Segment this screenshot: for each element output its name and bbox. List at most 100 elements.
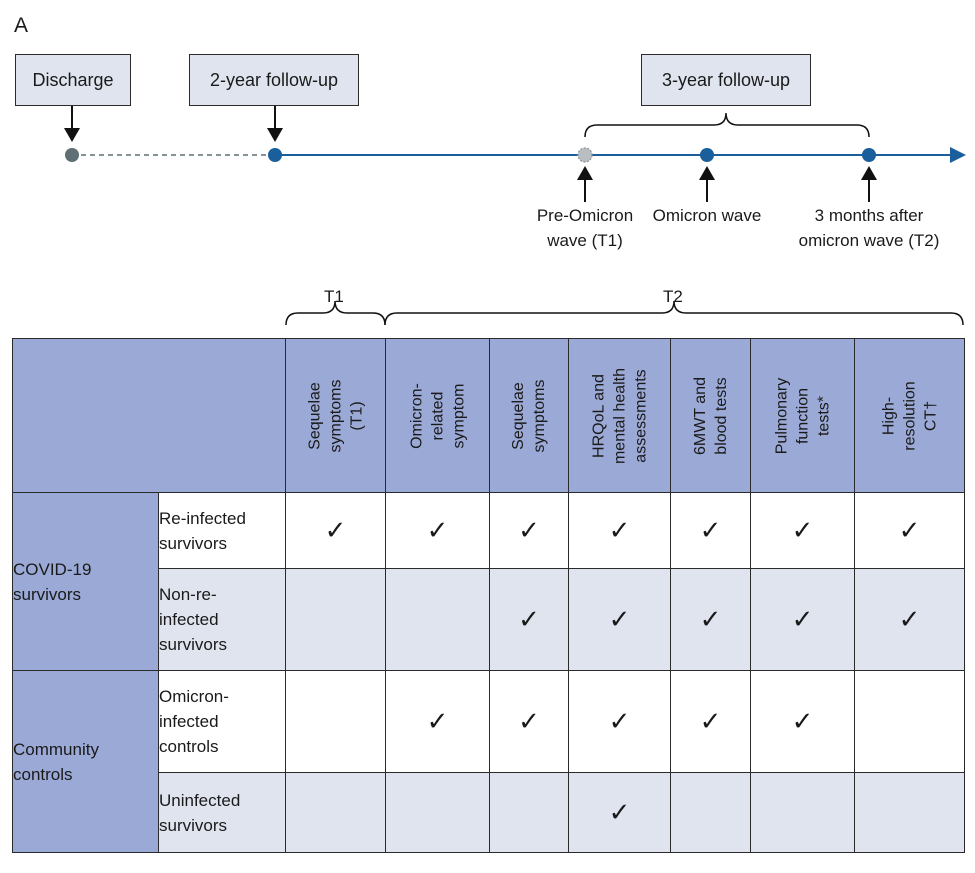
node-two-year: [268, 148, 282, 162]
check-cell: ✓: [568, 670, 671, 773]
arrow-omicron-wave: [699, 166, 715, 202]
brace-t1: [285, 300, 386, 326]
check-cell: ✓: [750, 492, 855, 569]
empty-cell: [854, 772, 965, 853]
subgroup-label-line: Re-infected: [159, 508, 246, 528]
column-header-line: Sequelae: [306, 381, 323, 450]
checkmark-icon: ✓: [898, 604, 921, 634]
column-header-line: HRQoL and: [590, 373, 607, 458]
arrow-discharge: [64, 105, 80, 142]
checkmark-icon: ✓: [699, 604, 722, 634]
box-discharge: Discharge: [15, 54, 131, 106]
column-header-line: resolution: [901, 380, 918, 451]
group-label-line: Community: [13, 739, 99, 759]
table-row: Uninfected survivors ✓: [13, 772, 965, 853]
subgroup-label-line: Non-re-: [159, 585, 217, 604]
header-corner: [12, 338, 286, 493]
brace-label-t2: T2: [663, 287, 683, 306]
checkmark-icon: ✓: [791, 515, 814, 545]
box-two-year-follow-up: 2-year follow-up: [189, 54, 359, 106]
subgroup-label-line: infected: [159, 610, 219, 629]
arrow-two-year: [267, 105, 283, 142]
column-header-line: High-: [880, 396, 897, 435]
label-post-omicron: 3 months after omicron wave (T2): [798, 206, 940, 250]
check-cell: ✓: [670, 492, 751, 569]
node-pre-omicron: [577, 147, 593, 163]
group-label-line: controls: [13, 764, 73, 784]
checkmark-icon: ✓: [791, 706, 814, 736]
checkmark-icon: ✓: [518, 515, 540, 545]
check-cell: ✓: [489, 568, 569, 671]
check-cell: ✓: [489, 670, 569, 773]
check-cell: ✓: [750, 568, 855, 671]
check-cell: ✓: [750, 670, 855, 773]
empty-cell: [285, 670, 386, 773]
column-header-line: blood tests: [712, 376, 730, 455]
checkmark-icon: ✓: [608, 604, 631, 634]
column-header-line: symptoms: [327, 379, 344, 452]
check-cell: ✓: [670, 568, 751, 671]
subgroup-label-line: survivors: [159, 635, 228, 654]
subgroup-label-line: controls: [159, 737, 219, 756]
arrow-post-omicron: [861, 166, 877, 202]
check-cell: ✓: [568, 492, 671, 569]
column-header-line: Omicron-: [408, 382, 425, 449]
group-label-line: survivors: [13, 584, 82, 604]
check-cell: ✓: [489, 492, 569, 569]
column-header-line: (T1): [348, 400, 365, 431]
node-omicron-wave: [700, 148, 714, 162]
column-header-line: related: [429, 391, 446, 440]
empty-cell: [385, 772, 490, 853]
checkmark-icon: ✓: [426, 515, 449, 545]
timeline-diagram: [64, 105, 966, 326]
column-header-line: Pulmonary: [773, 377, 790, 454]
checkmark-icon: ✓: [898, 515, 921, 545]
empty-cell: [750, 772, 855, 853]
check-cell: ✓: [385, 670, 490, 773]
checkmark-icon: ✓: [324, 515, 347, 545]
column-header-line: symptom: [450, 383, 467, 448]
subgroup-label-line: infected: [159, 712, 219, 731]
check-cell: ✓: [568, 568, 671, 671]
empty-cell: [489, 772, 569, 853]
column-header-line: Sequelae: [510, 381, 527, 450]
check-cell: ✓: [568, 772, 671, 853]
check-cell: ✓: [285, 492, 386, 569]
checkmark-icon: ✓: [608, 797, 631, 827]
subgroup-label: Omicron-infected controls: [158, 670, 286, 773]
checkmark-icon: ✓: [518, 706, 540, 736]
brace-three-year: [584, 112, 870, 138]
subgroup-label-line: survivors: [159, 533, 228, 553]
empty-cell: [670, 772, 751, 853]
column-header-line: function: [794, 387, 811, 444]
empty-cell: [285, 772, 386, 853]
subgroup-label: Uninfected survivors: [158, 772, 286, 853]
arrow-pre-omicron: [577, 166, 593, 202]
check-cell: ✓: [385, 492, 490, 569]
column-header-line: symptoms: [531, 379, 548, 452]
column-header-line: 6MWT and: [691, 376, 709, 455]
label-omicron-wave: Omicron wave: [652, 206, 762, 225]
empty-cell: [285, 568, 386, 671]
checkmark-icon: ✓: [608, 706, 631, 736]
column-header-line: mental health: [611, 367, 628, 464]
node-post-omicron: [862, 148, 876, 162]
brace-label-t1: T1: [324, 287, 344, 306]
subgroup-label-line: survivors: [159, 815, 228, 835]
column-header-line: CT†: [922, 400, 939, 431]
subgroup-label-line: Omicron-: [159, 687, 229, 706]
node-discharge: [65, 148, 79, 162]
check-cell: ✓: [854, 568, 965, 671]
subgroup-label: Re-infected survivors: [158, 492, 286, 569]
checkmark-icon: ✓: [699, 515, 722, 545]
subgroup-label-line: Uninfected: [159, 790, 241, 810]
column-header-line: tests*: [815, 395, 832, 436]
